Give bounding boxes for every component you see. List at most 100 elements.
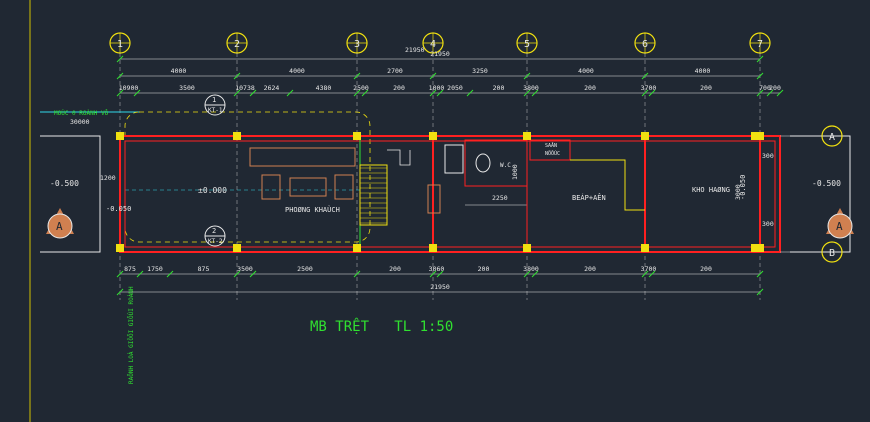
detail-top-dim-label: 4380 xyxy=(316,84,332,92)
detail-bottom-dim-label: 200 xyxy=(584,265,596,273)
side-grid-bubbles: AB xyxy=(780,125,843,263)
storage-label: KHO HAØNG xyxy=(692,186,730,194)
level-right-inside: -0.050 xyxy=(739,175,747,200)
side-grid-label: B xyxy=(829,248,835,259)
detail-top-dim-label: 200 xyxy=(769,84,781,92)
detail-top-dim-label: 10738 xyxy=(235,84,255,92)
detail-top-dim-tick xyxy=(531,89,539,97)
section-mark-left xyxy=(47,213,73,239)
detail-top-dim-label: 200 xyxy=(393,84,405,92)
detail-top-dim-tick xyxy=(361,89,369,97)
living-room-label: PHOØNG KHAÙCH xyxy=(285,205,340,214)
detail-bottom-dim-tick xyxy=(166,270,174,278)
grid-bubble-label: 2 xyxy=(234,39,240,50)
furniture xyxy=(249,144,491,214)
column xyxy=(353,244,361,252)
living-shelf xyxy=(249,147,356,167)
overall-top-dim-tick xyxy=(756,55,764,63)
drawing-title: MB TRỆT TL 1:50 xyxy=(310,318,453,335)
column xyxy=(116,132,124,140)
detail-bottom-dim-label: 3700 xyxy=(641,265,657,273)
detail-bottom-dim-tick xyxy=(233,270,241,278)
detail-2-ref: KT-2 xyxy=(208,238,223,245)
column xyxy=(523,132,531,140)
labels: PHOØNG KHAÙCH BEÁP+AÊN KHO HAØNG W.C SAÂ… xyxy=(50,110,841,384)
kitchen-cabinet xyxy=(427,184,441,214)
wc-room xyxy=(464,139,528,187)
side-grid-label: A xyxy=(829,132,835,143)
column xyxy=(233,244,241,252)
drying-room xyxy=(529,139,571,161)
detail-bottom-dim-tick xyxy=(353,270,361,278)
detail-top-dim-label: 10900 xyxy=(119,84,139,92)
toilet xyxy=(475,153,491,173)
detail-bottom-dim-tick xyxy=(641,270,649,278)
detail-bottom-dim-label: 875 xyxy=(198,265,210,273)
top-span-dim-tick xyxy=(233,72,241,80)
column xyxy=(353,132,361,140)
misc-dim-2250: 2250 xyxy=(492,194,508,202)
detail-top-dim-tick xyxy=(133,89,141,97)
drying-label-line1: SAÂN xyxy=(545,142,557,149)
detail-top-dim-label: 200 xyxy=(584,84,596,92)
grid-bubble-label: 4 xyxy=(430,39,436,50)
detail-top-dim-tick xyxy=(249,89,257,97)
top-span-dim-tick xyxy=(116,72,124,80)
overall-top-text: 21950 xyxy=(405,46,425,54)
kitchen-label: BEÁP+AÊN xyxy=(572,193,606,202)
top-span-dim-tick xyxy=(641,72,649,80)
top-span-dim-label: 3250 xyxy=(472,67,488,75)
section-marks: A A 1 KT-1 2 KT-2 xyxy=(46,94,854,247)
detail-top-dim-tick xyxy=(648,89,656,97)
top-span-dim-label: 4000 xyxy=(695,67,711,75)
detail-bottom-dim-tick xyxy=(116,270,124,278)
misc-dim-3000: 3000 xyxy=(734,184,742,200)
section-label-left: A xyxy=(56,220,63,233)
column xyxy=(523,244,531,252)
grid-bubble-label: 6 xyxy=(642,39,648,50)
detail-2-number: 2 xyxy=(212,227,216,235)
detail-top-dim-tick xyxy=(116,89,124,97)
detail-top-dim-tick xyxy=(776,89,784,97)
overall-bottom-dim-tick xyxy=(116,288,124,296)
level-left-inside: -0.050 xyxy=(106,205,131,213)
detail-bottom-dim-tick xyxy=(249,270,257,278)
detail-top-dim-tick xyxy=(523,89,531,97)
detail-bottom-dim-label: 200 xyxy=(700,265,712,273)
detail-top-dim-tick xyxy=(756,89,764,97)
annotation-left: MOÙC 0 ROÀNH VÔ xyxy=(54,110,109,117)
detail-bottom-dim-label: 3060 xyxy=(429,265,445,273)
level-right-outside: -0.500 xyxy=(812,179,841,188)
detail-top-dim-label: 2500 xyxy=(353,84,369,92)
misc-dim-30000: 30000 xyxy=(70,118,90,126)
shower xyxy=(444,144,464,174)
misc-dim-1000: 1000 xyxy=(511,164,519,180)
column xyxy=(751,244,759,252)
detail-top-dim-tick xyxy=(641,89,649,97)
level-left-outside: -0.500 xyxy=(50,179,79,188)
grid-bubble-label: 3 xyxy=(354,39,360,50)
column xyxy=(641,244,649,252)
columns xyxy=(116,132,764,252)
detail-bottom-dim-tick xyxy=(436,270,444,278)
detail-top-dim-tick xyxy=(466,89,474,97)
overall-top-dim-label: 21950 xyxy=(430,50,450,58)
inner-wall xyxy=(124,140,776,248)
misc-dim-300-b: 300 xyxy=(762,220,774,228)
top-span-dim-tick xyxy=(756,72,764,80)
top-span-dim-tick xyxy=(523,72,531,80)
stair-outline xyxy=(359,164,388,226)
coffee-table xyxy=(289,177,327,197)
detail-top-dim-label: 3500 xyxy=(179,84,195,92)
detail-top-dim-label: 1000 xyxy=(429,84,445,92)
detail-top-dim-tick xyxy=(233,89,241,97)
wc-label: W.C xyxy=(500,162,511,169)
column xyxy=(641,132,649,140)
detail-bottom-dim-tick xyxy=(136,270,144,278)
detail-bottom-dim-label: 1750 xyxy=(147,265,163,273)
detail-top-dim-label: 2624 xyxy=(264,84,280,92)
